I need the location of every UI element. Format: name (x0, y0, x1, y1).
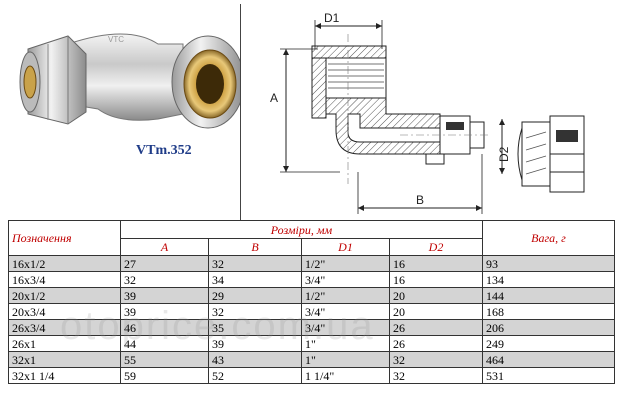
cell-a: 46 (120, 319, 209, 336)
header-dimensions: Розміри, мм (120, 220, 483, 239)
table-row: 20x1/2 39 29 1/2" 20 144 (8, 287, 615, 304)
cell-d1: 3/4" (301, 319, 390, 336)
cell-b: 52 (208, 367, 302, 384)
cell-a: 27 (120, 255, 209, 272)
specifications-table: Позначення Розміри, мм Вага, г A B D1 D2… (8, 220, 615, 384)
table-row: 32x1 55 43 1" 32 464 (8, 351, 615, 368)
cell-d1: 3/4" (301, 303, 390, 320)
cell-b: 35 (208, 319, 302, 336)
cell-designation: 26x3/4 (8, 319, 121, 336)
cell-a: 39 (120, 303, 209, 320)
header-d1: D1 (301, 238, 390, 256)
table-row: 16x3/4 32 34 3/4" 16 134 (8, 271, 615, 288)
table-row: 32x1 1/4 59 52 1 1/4" 32 531 (8, 367, 615, 384)
table-header-row: Позначення Розміри, мм Вага, г (8, 220, 615, 256)
cell-b: 43 (208, 351, 302, 368)
technical-drawing: D1 A B D2 (270, 11, 585, 214)
cell-d2: 20 (389, 287, 483, 304)
cell-d1: 1" (301, 351, 390, 368)
header-weight: Вага, г (482, 220, 615, 256)
cell-designation: 32x1 (8, 351, 121, 368)
technical-drawing-panel: D1 A B D2 (240, 4, 614, 220)
cell-d2: 26 (389, 335, 483, 352)
svg-text:VTC: VTC (108, 35, 124, 44)
cell-weight: 168 (482, 303, 615, 320)
cell-d2: 26 (389, 319, 483, 336)
dimension-label-d2: D2 (497, 146, 511, 162)
cell-b: 32 (208, 303, 302, 320)
cell-d1: 1" (301, 335, 390, 352)
cell-d1: 1 1/4" (301, 367, 390, 384)
cell-designation: 32x1 1/4 (8, 367, 121, 384)
cell-weight: 206 (482, 319, 615, 336)
cell-a: 44 (120, 335, 209, 352)
cell-a: 39 (120, 287, 209, 304)
cell-d1: 3/4" (301, 271, 390, 288)
table-row: 16x1/2 27 32 1/2" 16 93 (8, 255, 615, 272)
cell-b: 32 (208, 255, 302, 272)
cell-weight: 134 (482, 271, 615, 288)
cell-d1: 1/2" (301, 255, 390, 272)
header-designation: Позначення (8, 220, 121, 256)
header-a: A (120, 238, 209, 256)
cell-d1: 1/2" (301, 287, 390, 304)
cell-d2: 16 (389, 255, 483, 272)
header-b: B (208, 238, 302, 256)
cell-b: 29 (208, 287, 302, 304)
cell-weight: 531 (482, 367, 615, 384)
cell-designation: 16x1/2 (8, 255, 121, 272)
cell-d2: 32 (389, 351, 483, 368)
cell-designation: 20x3/4 (8, 303, 121, 320)
dimension-label-b: B (416, 193, 424, 207)
table-row: 20x3/4 39 32 3/4" 20 168 (8, 303, 615, 320)
cell-a: 32 (120, 271, 209, 288)
cell-weight: 93 (482, 255, 615, 272)
cell-weight: 249 (482, 335, 615, 352)
cell-b: 34 (208, 271, 302, 288)
dimension-label-d1: D1 (324, 11, 340, 25)
cell-d2: 32 (389, 367, 483, 384)
cell-weight: 144 (482, 287, 615, 304)
cell-b: 39 (208, 335, 302, 352)
model-code: VTm.352 (136, 143, 192, 158)
cell-d2: 16 (389, 271, 483, 288)
dimension-label-a: A (270, 91, 278, 105)
header-d2: D2 (389, 238, 483, 256)
product-photo-panel: VTC VTm.352 (8, 4, 245, 220)
table-subheader-row: A B D1 D2 (9, 238, 615, 256)
cell-designation: 26x1 (8, 335, 121, 352)
cell-d2: 20 (389, 303, 483, 320)
cell-designation: 16x3/4 (8, 271, 121, 288)
cell-a: 55 (120, 351, 209, 368)
fitting-photo: VTC (19, 33, 245, 129)
cell-weight: 464 (482, 351, 615, 368)
table-row: 26x1 44 39 1" 26 249 (8, 335, 615, 352)
table-row: 26x3/4 46 35 3/4" 26 206 (8, 319, 615, 336)
cell-a: 59 (120, 367, 209, 384)
cell-designation: 20x1/2 (8, 287, 121, 304)
